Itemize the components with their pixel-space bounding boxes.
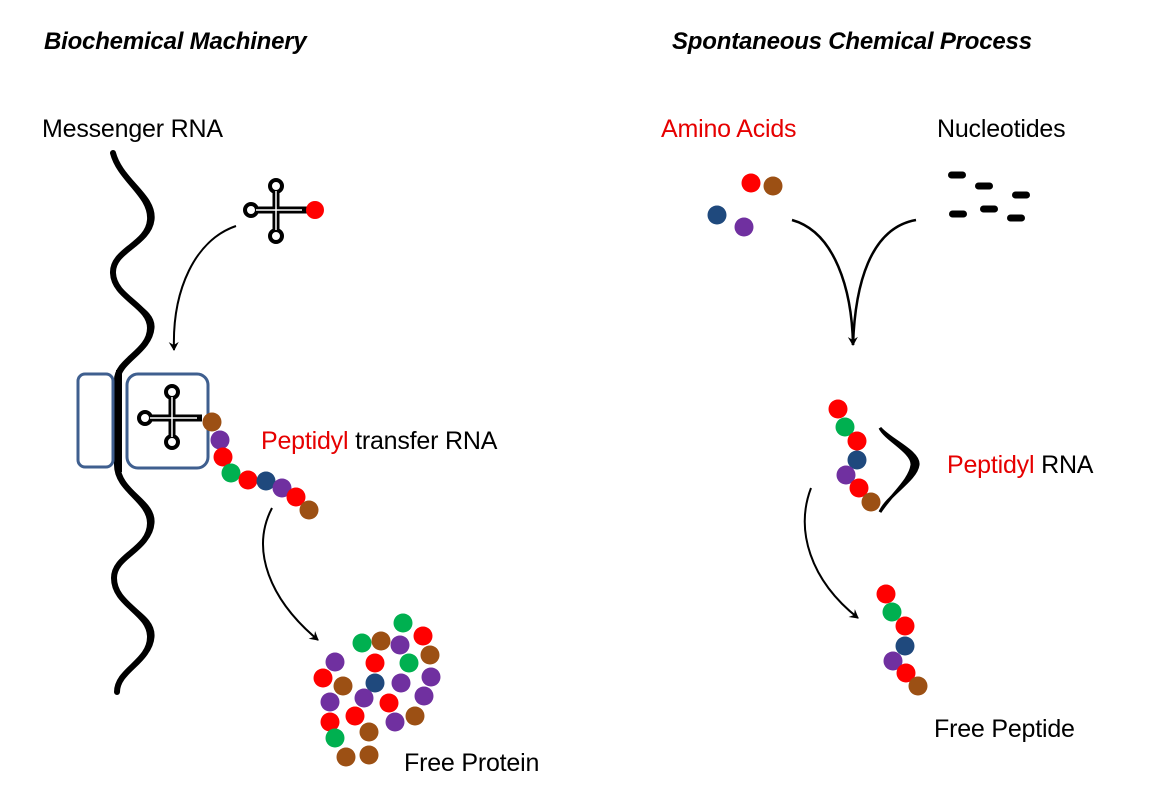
peptidyl-rna-label: Peptidyl RNA: [947, 453, 1093, 478]
nucleotide-dash: [980, 205, 998, 213]
peptidyl-rna-bead-red: [847, 431, 867, 451]
peptide-bead-navy: [895, 636, 915, 656]
amino-acid-on-trna: [306, 201, 324, 219]
nucleotides-group: [948, 171, 1030, 222]
protein-bead-green: [352, 633, 372, 653]
trna-incoming-icon: [243, 178, 307, 244]
protein-bead-red: [320, 712, 340, 732]
protein-bead-red: [313, 668, 333, 688]
peptide-bead-red: [896, 663, 916, 683]
trna-bound-icon: [137, 384, 202, 450]
amino-acid-bead-red: [238, 470, 258, 490]
protein-bead-red: [379, 693, 399, 713]
mrna-label: Messenger RNA: [42, 115, 223, 143]
amino-acid-navy: [707, 205, 727, 225]
rna-word: RNA: [1034, 451, 1094, 479]
protein-bead-navy: [365, 673, 385, 693]
amino-acid-bead-red: [286, 487, 306, 507]
free-protein-cluster: [313, 613, 441, 767]
arrow-to-free-peptide: [803, 487, 859, 619]
amino-acid-bead-brown: [202, 412, 222, 432]
protein-bead-brown: [405, 706, 425, 726]
protein-bead-purple: [385, 712, 405, 732]
protein-bead-brown: [359, 722, 379, 742]
peptidyl-chain: [202, 412, 319, 520]
rna-strand-bracket: [878, 426, 920, 513]
protein-bead-green: [393, 613, 413, 633]
transfer-rna-words: transfer RNA: [348, 427, 498, 455]
protein-bead-red: [345, 706, 365, 726]
arrow-nucleotides-merge: [851, 218, 917, 346]
amino-acid-bead-purple: [272, 478, 292, 498]
protein-bead-brown: [336, 747, 356, 767]
protein-bead-purple: [391, 673, 411, 693]
protein-bead-brown: [333, 676, 353, 696]
arrow-trna-to-ribosome: [168, 225, 237, 351]
protein-bead-purple: [390, 635, 410, 655]
protein-bead-purple: [320, 692, 340, 712]
protein-bead-purple: [325, 652, 345, 672]
nucleotide-dash: [1012, 191, 1030, 199]
amino-acids-label: Amino Acids: [661, 115, 797, 143]
peptide-bead-red: [895, 616, 915, 636]
amino-acids-group: [707, 173, 783, 237]
nucleotide-dash: [975, 182, 993, 190]
peptidyl-rna-bead-brown: [861, 492, 881, 512]
peptidyl-rna-bead-red: [849, 478, 869, 498]
free-protein-label: Free Protein: [404, 749, 540, 777]
right-panel-title: Spontaneous Chemical Process: [672, 28, 1032, 55]
peptidyl-rna-chain: [828, 399, 881, 512]
peptidyl-rna-bead-navy: [847, 450, 867, 470]
protein-bead-brown: [420, 645, 440, 665]
amino-acid-brown: [763, 176, 783, 196]
peptidyl-trna-label: Peptidyl transfer RNA: [261, 429, 497, 454]
peptide-bead-red: [876, 584, 896, 604]
free-peptide-chain: [876, 584, 928, 696]
protein-bead-red: [365, 653, 385, 673]
protein-bead-brown: [359, 745, 379, 765]
nucleotide-dash: [948, 171, 966, 179]
peptidyl-rna-bead-red: [828, 399, 848, 419]
arrow-amino-acids-merge: [791, 218, 858, 346]
protein-bead-purple: [354, 688, 374, 708]
amino-acid-bead-navy: [256, 471, 276, 491]
free-peptide-label: Free Peptide: [934, 715, 1075, 743]
nucleotide-dash: [949, 210, 967, 218]
amino-acid-purple: [734, 217, 754, 237]
nucleotides-label: Nucleotides: [937, 115, 1066, 143]
peptide-bead-purple: [883, 651, 903, 671]
protein-bead-brown: [371, 631, 391, 651]
peptide-bead-green: [882, 602, 902, 622]
peptidyl-word: Peptidyl: [947, 451, 1035, 479]
arrow-to-free-protein: [262, 507, 319, 641]
amino-acid-bead-brown: [299, 500, 319, 520]
protein-bead-purple: [414, 686, 434, 706]
peptide-bead-brown: [908, 676, 928, 696]
amino-acid-bead-green: [221, 463, 241, 483]
amino-acid-bead-red: [213, 447, 233, 467]
ribosome-small-subunit: [76, 372, 115, 469]
amino-acid-red: [741, 173, 761, 193]
left-panel-title: Biochemical Machinery: [44, 28, 307, 55]
nucleotide-dash: [1007, 214, 1025, 222]
peptidyl-rna-bead-purple: [836, 465, 856, 485]
peptidyl-rna-bead-green: [835, 417, 855, 437]
protein-bead-green: [325, 728, 345, 748]
peptidyl-word: Peptidyl: [261, 427, 349, 455]
protein-bead-purple: [421, 667, 441, 687]
protein-bead-green: [399, 653, 419, 673]
protein-bead-red: [413, 626, 433, 646]
amino-acid-bead-purple: [210, 430, 230, 450]
